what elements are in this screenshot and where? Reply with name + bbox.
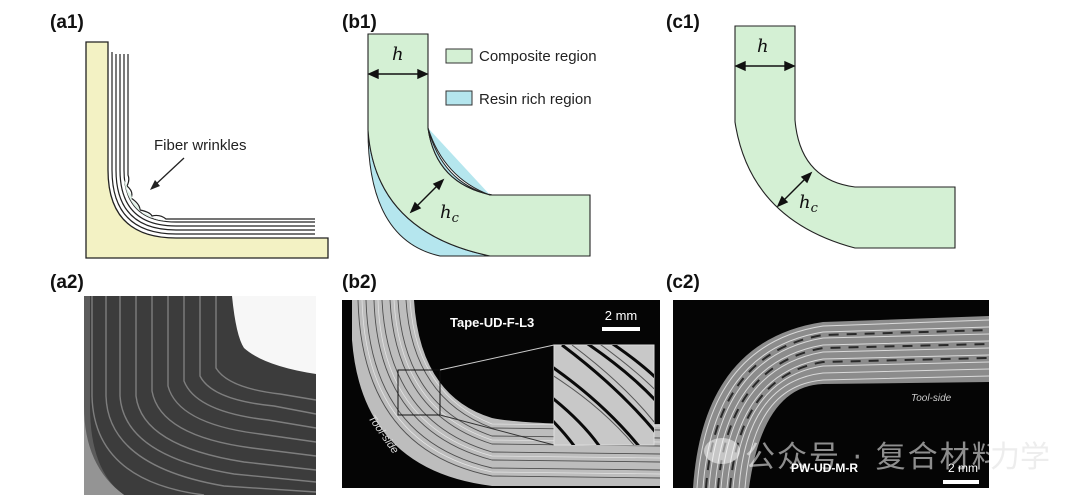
legend-label-resin: Resin rich region [479, 91, 592, 108]
corner-thickness-subscript: c [811, 201, 819, 216]
corner-thickness-label: h [799, 192, 811, 213]
resin-rich-region-inner [427, 127, 493, 196]
magnified-inset [553, 344, 655, 446]
zoom-region-box [397, 369, 441, 416]
watermark-text: 公众号 · 复合材料 [745, 440, 1004, 475]
panel-label-c2: (c2) [666, 272, 700, 293]
svg-text:hc: hc [799, 192, 819, 216]
tool-mold [85, 41, 329, 259]
micrograph-c2: Tool-side PW-UD-M-R 2 mm [673, 300, 989, 488]
legend-label-composite: Composite region [479, 48, 597, 65]
watermark-logo-icon [704, 438, 740, 464]
panel-label-a2: (a2) [50, 272, 84, 293]
corner-thickness-subscript: c [452, 211, 460, 226]
scale-bar [943, 480, 979, 484]
composite-region [734, 25, 956, 249]
fiber-wrinkle-schematic: Fiber wrinkles [85, 41, 329, 259]
wrinkle-arrow [150, 157, 185, 190]
thickness-arrow [367, 68, 429, 80]
micrograph-a2 [84, 296, 316, 495]
resin-rich-schematic: h hc Composite region Resin rich region [367, 33, 597, 257]
ply-stack [111, 52, 315, 235]
uniform-thickness-schematic: h hc [734, 25, 956, 249]
specimen-label: Tape-UD-F-L3 [450, 315, 534, 330]
svg-text:hc: hc [440, 202, 460, 226]
fiber-wrinkles-annotation: Fiber wrinkles [154, 137, 247, 154]
thickness-label: h [757, 36, 769, 57]
legend-swatch-composite [445, 48, 473, 64]
scale-bar-label: 2 mm [948, 461, 978, 475]
tool-side-label: Tool-side [911, 393, 952, 404]
legend: Composite region Resin rich region [445, 48, 597, 108]
corner-thickness-arrow [409, 178, 445, 214]
specimen-label: PW-UD-M-R [791, 461, 858, 475]
panel-label-c1: (c1) [666, 12, 700, 33]
corner-thickness-arrow [776, 171, 813, 208]
corner-thickness-label: h [440, 202, 452, 223]
panel-label-b1: (b1) [342, 12, 377, 33]
scale-bar [602, 327, 640, 331]
watermark-tail: 力学 [990, 440, 1050, 475]
thickness-label: h [392, 44, 404, 65]
micrograph-b2: Tape-UD-F-L3 2 mm Tool-side [342, 300, 660, 488]
panel-label-b2: (b2) [342, 272, 377, 293]
thickness-arrow [734, 60, 796, 72]
legend-swatch-resin [445, 90, 473, 106]
scale-bar-label: 2 mm [605, 308, 638, 323]
panel-label-a1: (a1) [50, 12, 84, 33]
